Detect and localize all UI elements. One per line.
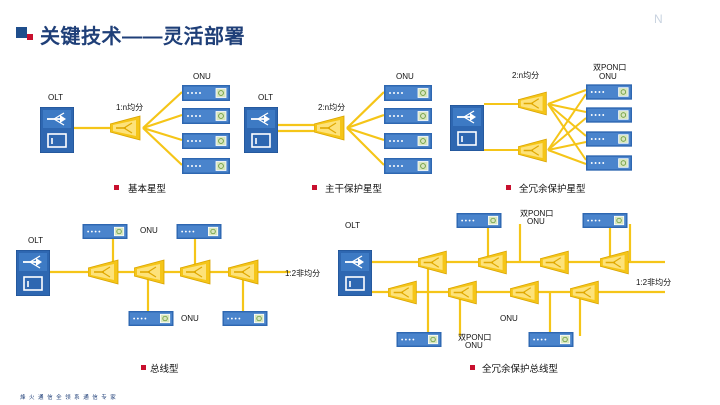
olt-label: OLT bbox=[28, 236, 43, 245]
onu-device-icon bbox=[384, 108, 432, 124]
onu-label: ONU bbox=[193, 72, 211, 81]
splitter-icon bbox=[88, 259, 119, 285]
caption-basic-star: 基本星型 bbox=[128, 183, 167, 195]
onu-device-icon bbox=[182, 133, 230, 149]
onu-device-icon bbox=[456, 213, 502, 228]
onu-device-icon bbox=[384, 85, 432, 101]
page-title: 关键技术——灵活部署 bbox=[40, 26, 245, 48]
caption-bullet bbox=[506, 185, 511, 190]
olt-device-icon bbox=[16, 250, 50, 296]
onu-label: ONU bbox=[527, 217, 545, 226]
olt-label: OLT bbox=[345, 221, 360, 230]
caption-bus: 总线型 bbox=[150, 363, 179, 375]
splitter-icon bbox=[518, 138, 548, 163]
split-ratio-label: 1:2非均分 bbox=[285, 268, 320, 278]
splitter-icon bbox=[418, 250, 448, 275]
onu-label: ONU bbox=[599, 72, 617, 81]
title-marker-accent bbox=[27, 34, 33, 40]
split-ratio-label: 2:n均分 bbox=[512, 70, 539, 80]
onu-device-icon bbox=[586, 107, 632, 123]
olt-device-icon bbox=[40, 107, 74, 153]
onu-label: ONU bbox=[140, 226, 158, 235]
onu-device-icon bbox=[182, 108, 230, 124]
onu-label: ONU bbox=[396, 72, 414, 81]
caption-bullet bbox=[470, 365, 475, 370]
splitter-icon bbox=[510, 280, 540, 305]
caption-full-protect-bus: 全冗余保护总线型 bbox=[482, 363, 559, 375]
onu-device-icon bbox=[384, 133, 432, 149]
caption-trunk-protect: 主干保护星型 bbox=[325, 183, 383, 195]
splitter-icon bbox=[228, 259, 259, 285]
split-ratio-label: 2:n均分 bbox=[318, 102, 345, 112]
trunk-protect-diagram bbox=[278, 91, 385, 166]
olt-label: OLT bbox=[258, 93, 273, 102]
splitter-icon bbox=[448, 280, 478, 305]
splitter-icon bbox=[518, 91, 548, 116]
basic-star-diagram bbox=[74, 91, 183, 166]
brand-logo: N bbox=[654, 12, 664, 26]
onu-device-icon bbox=[586, 131, 632, 147]
onu-label: ONU bbox=[500, 314, 518, 323]
onu-device-icon bbox=[182, 158, 230, 174]
onu-device-icon bbox=[384, 158, 432, 174]
splitter-icon bbox=[134, 259, 165, 285]
splitter-icon bbox=[570, 280, 600, 305]
split-ratio-label: 1:2非均分 bbox=[636, 277, 671, 287]
onu-device-icon bbox=[82, 224, 128, 239]
onu-device-icon bbox=[528, 332, 574, 347]
split-ratio-label: 1:n均分 bbox=[116, 102, 143, 112]
splitter-icon bbox=[600, 250, 630, 275]
onu-device-icon bbox=[176, 224, 222, 239]
splitter-icon bbox=[388, 280, 418, 305]
splitter-icon bbox=[110, 115, 141, 141]
title-marker bbox=[16, 27, 27, 38]
caption-full-protect-star: 全冗余保护星型 bbox=[519, 183, 586, 195]
caption-bullet bbox=[114, 185, 119, 190]
splitter-icon bbox=[478, 250, 508, 275]
dual-pon-label: 双PON口 bbox=[520, 209, 553, 218]
olt-device-icon bbox=[338, 250, 372, 296]
dual-pon-label: 双PON口 bbox=[593, 63, 626, 72]
onu-label: ONU bbox=[181, 314, 199, 323]
splitter-icon bbox=[314, 115, 345, 141]
onu-device-icon bbox=[222, 311, 268, 326]
onu-device-icon bbox=[586, 155, 632, 171]
caption-bullet bbox=[312, 185, 317, 190]
footer-text: 烽 火 通 信 全 领 系 通 信 专 家 bbox=[20, 395, 117, 401]
onu-device-icon bbox=[396, 332, 442, 347]
splitter-icon bbox=[540, 250, 570, 275]
olt-device-icon bbox=[450, 105, 484, 151]
full-protect-star-diagram bbox=[484, 89, 587, 165]
onu-device-icon bbox=[182, 85, 230, 101]
olt-label: OLT bbox=[48, 93, 63, 102]
olt-device-icon bbox=[244, 107, 278, 153]
caption-bullet bbox=[141, 365, 146, 370]
splitter-icon bbox=[180, 259, 211, 285]
onu-label: ONU bbox=[465, 341, 483, 350]
onu-device-icon bbox=[582, 213, 628, 228]
onu-device-icon bbox=[128, 311, 174, 326]
onu-device-icon bbox=[586, 84, 632, 100]
dual-pon-label: 双PON口 bbox=[458, 333, 491, 342]
